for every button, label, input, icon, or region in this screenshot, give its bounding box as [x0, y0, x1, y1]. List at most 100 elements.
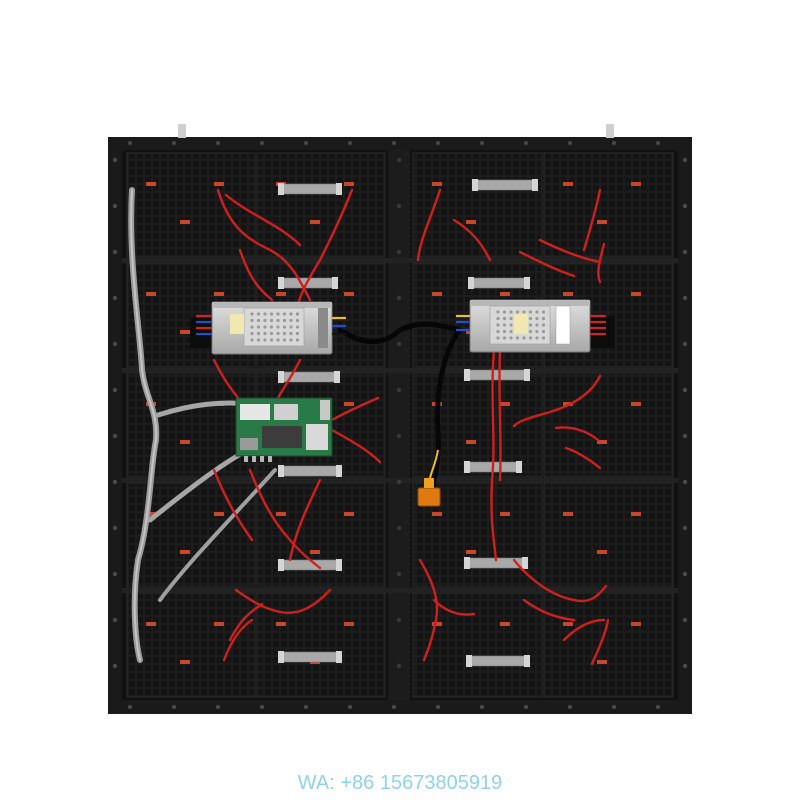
- red-wire: [330, 396, 380, 422]
- module-indicator: [432, 512, 442, 516]
- led-module: [412, 592, 543, 698]
- module-indicator: [500, 622, 510, 626]
- vent-hole: [269, 325, 274, 329]
- orange-power-connector: [417, 449, 441, 507]
- bolt-hole: [524, 705, 528, 709]
- vent-hole: [289, 318, 293, 323]
- bolt-hole: [392, 141, 396, 145]
- bolt-hole: [682, 571, 688, 577]
- vent-hole: [256, 312, 261, 316]
- vent-hole: [515, 310, 520, 314]
- bolt-hole: [656, 705, 660, 709]
- red-wire: [522, 598, 576, 622]
- bolt-hole: [216, 705, 220, 709]
- bolt-hole: [396, 157, 402, 163]
- bolt-hole: [396, 295, 402, 301]
- bolt-hole: [682, 387, 688, 393]
- frame-bolt-holes: [112, 141, 688, 709]
- vent-hole: [528, 329, 533, 334]
- module-indicator: [214, 512, 224, 516]
- module-indicator: [180, 550, 190, 554]
- module-indicator: [146, 512, 156, 516]
- bolt-hole: [396, 617, 402, 623]
- module-indicator: [276, 512, 286, 516]
- vent-hole: [502, 310, 507, 314]
- bolt-hole: [112, 249, 118, 255]
- red-wire: [418, 558, 439, 662]
- red-wire: [224, 193, 302, 247]
- module-indicator: [214, 622, 224, 626]
- bolt-hole: [112, 479, 118, 485]
- vent-hole: [496, 316, 500, 321]
- module-indicator: [276, 292, 286, 296]
- vent-hole: [509, 329, 513, 334]
- bolt-hole: [612, 141, 616, 145]
- red-wire: [216, 188, 312, 302]
- vent-hole: [528, 323, 533, 327]
- vent-hole: [256, 338, 261, 342]
- led-module: [543, 372, 674, 478]
- ribbon-cable: [469, 655, 527, 667]
- vent-hole: [541, 310, 546, 314]
- module-indicator: [432, 182, 442, 186]
- red-wire: [452, 218, 492, 262]
- module-indicator: [631, 622, 641, 626]
- module-indicator: [344, 182, 354, 186]
- module-indicator: [214, 182, 224, 186]
- power-supply-left: [190, 301, 346, 355]
- bolt-hole: [682, 203, 688, 209]
- module-indicator: [631, 512, 641, 516]
- bolt-hole: [112, 571, 118, 577]
- bolt-hole: [112, 295, 118, 301]
- led-module: [126, 152, 256, 258]
- red-wire: [288, 478, 322, 562]
- vent-hole: [263, 318, 267, 323]
- bolt-hole: [112, 157, 118, 163]
- red-wire: [512, 374, 602, 428]
- bolt-hole: [112, 617, 118, 623]
- red-wire: [296, 188, 354, 307]
- vent-hole: [541, 323, 546, 327]
- ribbon-connector: [278, 371, 284, 383]
- receiving-card-pcb: [235, 397, 333, 462]
- vent-hole: [269, 318, 274, 323]
- led-module: [543, 152, 674, 258]
- bolt-hole: [682, 157, 688, 163]
- bolt-hole: [304, 705, 308, 709]
- ribbon-connector: [466, 655, 472, 667]
- bolt-hole: [682, 433, 688, 439]
- red-wire: [228, 602, 264, 642]
- vent-hole: [269, 312, 274, 316]
- ribbon-cable: [281, 183, 339, 195]
- red-wire: [597, 242, 606, 284]
- ribbon-connector: [278, 277, 284, 289]
- vent-hole: [276, 338, 280, 342]
- vent-hole: [535, 329, 539, 334]
- bolt-hole: [612, 705, 616, 709]
- module-indicator: [631, 182, 641, 186]
- black-power-cable: [337, 321, 463, 498]
- vent-hole: [250, 318, 254, 323]
- bolt-hole: [112, 203, 118, 209]
- bolt-hole: [128, 141, 132, 145]
- module-indicator: [500, 402, 510, 406]
- ribbon-cable: [281, 651, 339, 663]
- bolt-hole: [396, 525, 402, 531]
- red-wire: [564, 446, 602, 470]
- vent-hole: [522, 336, 526, 340]
- ribbon-cable: [475, 179, 535, 191]
- bolt-hole: [682, 249, 688, 255]
- bolt-hole: [396, 433, 402, 439]
- module-indicator: [310, 550, 320, 554]
- module-indicator: [500, 292, 510, 296]
- ribbon-connector: [464, 461, 470, 473]
- contact-text: WA: +86 15673805919: [298, 772, 502, 794]
- bolt-hole: [172, 141, 176, 145]
- vent-hole: [535, 336, 539, 340]
- bolt-hole: [682, 479, 688, 485]
- ribbon-connector: [524, 277, 530, 289]
- bolt-hole: [112, 387, 118, 393]
- ribbon-connector: [332, 277, 338, 289]
- vent-hole: [502, 323, 507, 327]
